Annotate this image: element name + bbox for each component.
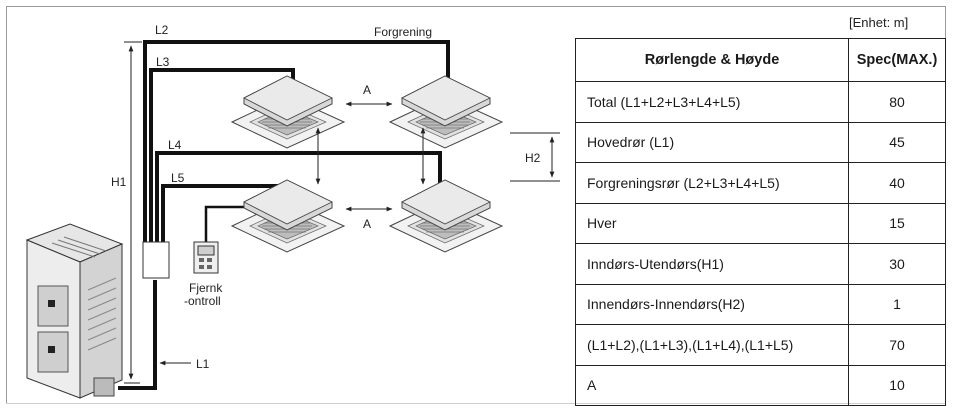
label-l2: L2: [155, 23, 169, 37]
remote-controller: [193, 241, 219, 274]
row-label: Inndørs-Utendørs(H1): [575, 243, 849, 285]
row-label: Forgreningsrør (L2+L3+L4+L5): [575, 162, 849, 204]
spec-table: Rørlengde & Høyde Spec(MAX.) Total (L1+L…: [575, 38, 946, 406]
row-label: Hovedrør (L1): [575, 121, 849, 163]
row-value: 1: [848, 283, 946, 325]
row-value: 15: [848, 202, 946, 244]
branch-box: [142, 241, 170, 279]
label-l4: L4: [168, 138, 182, 152]
indoor-unit-bottom-right: [389, 179, 503, 253]
label-a-bottom: A: [363, 217, 371, 231]
label-l5: L5: [171, 171, 185, 185]
row-value: 45: [848, 121, 946, 163]
label-branch: Forgrening: [374, 25, 432, 39]
table-row: A 10: [575, 364, 946, 406]
table-header-row: Rørlengde & Høyde Spec(MAX.): [575, 38, 946, 82]
table-row: Hver 15: [575, 202, 946, 244]
row-value: 30: [848, 243, 946, 285]
table-row: Innendørs-Innendørs(H2) 1: [575, 283, 946, 325]
row-value: 80: [848, 81, 946, 123]
label-l1: L1: [196, 357, 210, 371]
row-value: 10: [848, 364, 946, 406]
pipe-l4: [155, 151, 442, 245]
frame-bottom-rule: [6, 403, 946, 404]
label-remote-line1: Fjernk: [189, 281, 223, 295]
label-h1: H1: [111, 175, 127, 189]
row-label: Hver: [575, 202, 849, 244]
table-row: Forgreningsrør (L2+L3+L4+L5) 40: [575, 162, 946, 204]
label-remote-line2: -ontroll: [184, 294, 221, 308]
row-value: 70: [848, 324, 946, 366]
outdoor-unit: [25, 223, 124, 399]
remote-cable: [204, 205, 262, 252]
table-row: Inndørs-Utendørs(H1) 30: [575, 243, 946, 285]
label-h2: H2: [525, 151, 541, 165]
label-l3: L3: [156, 55, 170, 69]
row-label: A: [575, 364, 849, 406]
table-row: (L1+L2),(L1+L3),(L1+L4),(L1+L5) 70: [575, 324, 946, 366]
indoor-unit-top-right: [389, 75, 503, 149]
unit-note: [Enhet: m]: [849, 15, 909, 30]
pipe-l2: [143, 40, 450, 245]
pipe-l1: [118, 280, 157, 390]
label-a-top: A: [363, 83, 371, 97]
row-label: Innendørs-Innendørs(H2): [575, 283, 849, 325]
figure-frame: [6, 6, 946, 404]
indoor-unit-top-left: [231, 75, 345, 149]
row-value: 40: [848, 162, 946, 204]
row-label: Total (L1+L2+L3+L4+L5): [575, 81, 849, 123]
table-row: Total (L1+L2+L3+L4+L5) 80: [575, 81, 946, 123]
table-row: Hovedrør (L1) 45: [575, 121, 946, 163]
indoor-unit-bottom-left: [231, 179, 345, 253]
header-pipe-length: Rørlengde & Høyde: [575, 38, 849, 82]
header-spec-max: Spec(MAX.): [848, 38, 946, 82]
row-label: (L1+L2),(L1+L3),(L1+L4),(L1+L5): [575, 324, 849, 366]
